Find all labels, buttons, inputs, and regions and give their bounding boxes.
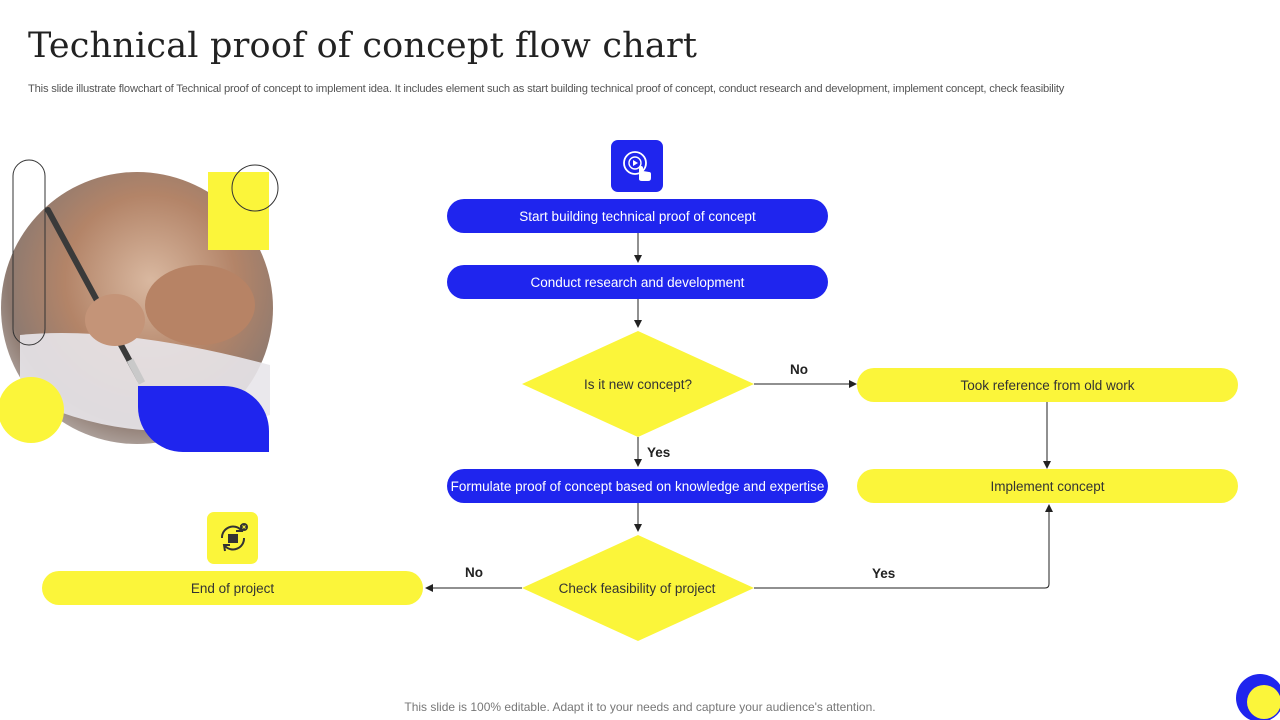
decorative-photo-cluster: [0, 159, 279, 452]
page-title: Technical proof of concept flow chart: [28, 26, 698, 66]
corner-decoration: [1236, 674, 1280, 720]
edge-label-feasibility-yes: Yes: [872, 566, 896, 581]
decision-diamond-new-concept: [522, 331, 754, 437]
yellow-circle-shape: [0, 377, 64, 443]
node-took-reference: Took reference from old work: [857, 368, 1238, 402]
edge-label-new-yes: Yes: [647, 445, 671, 460]
arrow-feasibility-yes: [754, 504, 1053, 589]
decision-new-concept-label: Is it new concept?: [583, 376, 693, 392]
node-implement: Implement concept: [857, 469, 1238, 503]
blue-quarter-shape: [138, 386, 269, 452]
outline-capsule-shape: [12, 159, 46, 346]
page-subtitle: This slide illustrate flowchart of Techn…: [28, 83, 1065, 95]
outline-circle-shape: [231, 164, 279, 212]
edge-label-feasibility-no: No: [465, 565, 483, 580]
play-touch-icon: [623, 151, 651, 181]
decision-feasibility-label: Check feasibility of project: [558, 580, 716, 596]
node-start: Start building technical proof of concep…: [447, 199, 828, 233]
node-research: Conduct research and development: [447, 265, 828, 299]
footer-note: This slide is 100% editable. Adapt it to…: [404, 700, 876, 714]
edge-label-new-no: No: [790, 362, 808, 377]
end-icon-box: [207, 512, 258, 564]
decision-diamond-feasibility: [522, 535, 754, 641]
start-icon-box: [611, 140, 663, 192]
node-end: End of project: [42, 571, 423, 605]
project-cycle-icon: [220, 523, 248, 552]
node-formulate: Formulate proof of concept based on know…: [447, 469, 828, 503]
